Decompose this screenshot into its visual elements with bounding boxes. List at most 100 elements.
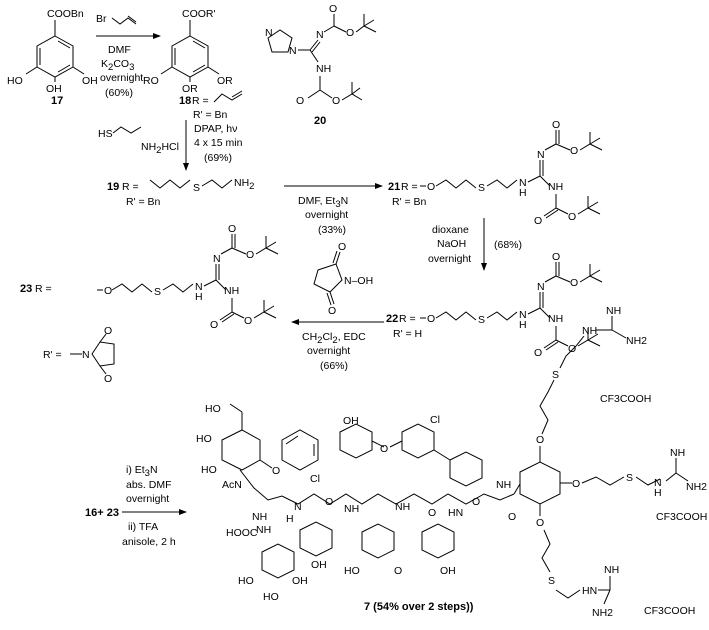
c17-oh-bottom: OH (46, 83, 62, 95)
c22-nh-right: NH (548, 313, 563, 325)
c22-s: S (478, 314, 485, 326)
step2-l1: DPAP, hν (194, 123, 237, 135)
c7-o-glyc: O (272, 465, 280, 477)
c7-oh-b: OH (292, 575, 308, 587)
c21-s: S (478, 182, 485, 194)
step1-l3: overnight (100, 72, 143, 84)
c23-id: 23 (20, 283, 32, 295)
c21-id: 21 (388, 181, 400, 193)
c7-ho6: HO (344, 565, 360, 577)
step4: dioxane NaOH overnight (68%) (428, 218, 522, 271)
c22-o3: O (534, 347, 542, 359)
allyl-bromide-br: Br (96, 13, 107, 25)
c20-o2: O (346, 27, 354, 39)
c23-o2: O (246, 249, 254, 261)
c22-o: O (427, 313, 435, 325)
c20-o1: O (329, 3, 337, 15)
c23-h: H (195, 291, 203, 303)
c23-r: R = (35, 283, 52, 295)
c21-nh: H (519, 187, 527, 199)
c7-o-a: O (325, 496, 333, 508)
compound-23: 23 R = O S H N N O O NH O O R' = N (20, 223, 279, 385)
c18-ro-left: RO (143, 75, 159, 87)
c7-tfa3: CF3COOH (644, 605, 695, 617)
c7-tfa2: CF3COOH (656, 511, 707, 523)
step6-l4: ii) TFA (128, 521, 158, 533)
compound-7: HO HO HO AcN O Cl NH H N O NH NH O HN O … (196, 305, 707, 619)
c19-nh2: NH2 (234, 177, 254, 192)
c17-oh-left: HO (7, 75, 23, 87)
c7-hn-a: NH (252, 511, 267, 523)
compound-18: COOR' RO OR OR 18 R = R' = Bn (143, 8, 243, 121)
c21-o1: O (552, 119, 560, 131)
c7-hn-d: HN (448, 507, 463, 519)
c22-r: R = (399, 313, 416, 325)
nhs-o1: O (338, 241, 346, 253)
c7-oh-d: OH (440, 565, 456, 577)
c7-oh-a: OH (343, 415, 359, 427)
c7-h-right: H (654, 487, 662, 499)
c7-s-top: S (552, 369, 559, 381)
c20-nh: NH (316, 63, 331, 75)
c7-n-b: N (294, 501, 302, 513)
c23-o3: O (210, 319, 218, 331)
c23-rp: R' = (43, 349, 62, 361)
start-label: 16+ 23 (85, 507, 119, 519)
c7-ho4: HO (238, 575, 254, 587)
c7-nh2-right: NH2 (686, 481, 707, 493)
c7-o-amide: O (508, 511, 516, 523)
c7-s-right: S (626, 472, 633, 484)
c21-n: N (519, 177, 527, 189)
c7-ho5: HO (263, 591, 279, 603)
c7-nh-e: NH (496, 479, 511, 491)
step4-l3: overnight (428, 253, 471, 265)
c21-rp: R' = Bn (392, 196, 427, 208)
c7-o-c: O (472, 496, 480, 508)
c22-rp: R' = H (393, 328, 422, 340)
step4-l4: (68%) (494, 239, 522, 251)
c23-nh-right: NH (224, 285, 239, 297)
c21-o: O (427, 181, 435, 193)
c7-oh-c: OH (311, 559, 327, 571)
step1-k: K2CO3 (101, 58, 134, 73)
c7-label: 7 (54% over 2 steps)) (364, 601, 474, 613)
c7-o-right: O (572, 478, 580, 490)
c17-id: 17 (51, 95, 63, 107)
c23-n-top: N (213, 253, 221, 265)
c7-ho3: HO (201, 464, 217, 476)
nhs-n-oh: N–OH (344, 275, 373, 287)
compound-19: 19 R = S NH2 R' = Bn (107, 177, 254, 208)
c7-nh-top: NH (582, 325, 597, 337)
c23-o: O (104, 285, 112, 297)
c7-hooc: HOOC (226, 527, 258, 539)
c23-n: N (195, 281, 203, 293)
step1-l4: (60%) (105, 87, 133, 99)
c22-o4: O (568, 343, 576, 355)
c7-hn-b: H (286, 513, 294, 525)
c20-id: 20 (314, 115, 326, 127)
step6-l3: overnight (126, 493, 169, 505)
step5-l2: overnight (307, 345, 350, 357)
cysteamine-hs: HS (98, 128, 113, 140)
c19-r: R = (122, 181, 139, 193)
step4-l2: NaOH (437, 238, 466, 250)
step6-l5: anisole, 2 h (122, 536, 176, 548)
c18-ro-right: OR (217, 75, 233, 87)
c18-r: R = (192, 95, 209, 107)
c21-nh-right: NH (548, 181, 563, 193)
c21-n-top: N (537, 149, 545, 161)
c20-o4: O (332, 95, 340, 107)
step6-l1: i) Et3N (126, 464, 158, 479)
compound-20: N N N O O NH O O 20 (265, 3, 377, 127)
c7-o-b: O (428, 507, 436, 519)
step1-l1: DMF (108, 44, 131, 56)
c7-nh-right: NH (670, 447, 685, 459)
c18-ro-bottom: OR (182, 83, 198, 95)
c7-cl1: Cl (310, 473, 320, 485)
c7-nh-c: NH (395, 501, 410, 513)
c7-o-bot: O (536, 517, 544, 529)
step2-l2: 4 x 15 min (194, 137, 243, 149)
c7-nh-top2: NH (606, 305, 621, 317)
step3-l1: DMF, Et3N (298, 195, 348, 210)
